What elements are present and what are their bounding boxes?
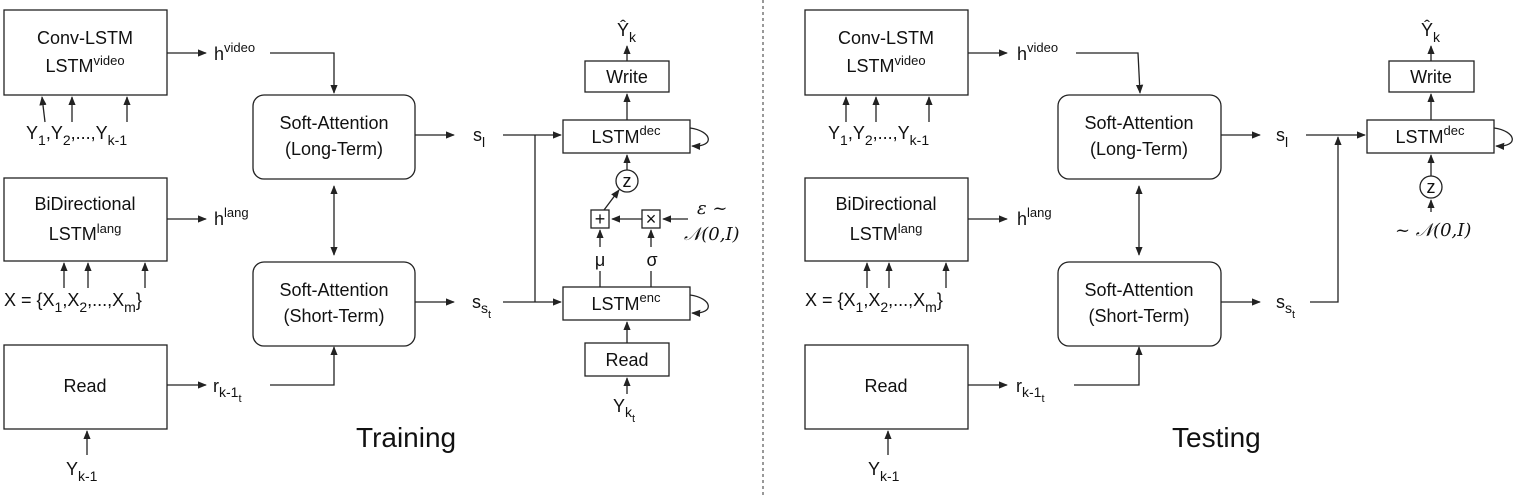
h-video-label: hvideo — [1017, 40, 1058, 64]
soft-attention-long-subtitle: (Long-Term) — [1090, 139, 1188, 159]
lstm-lang-label: LSTMlang — [850, 221, 923, 244]
read-label-left: Read — [63, 376, 106, 396]
decoder-recurrent-loop — [1493, 127, 1513, 150]
conv-inputs-label: Y1,Y2,...,Yk-1 — [828, 123, 929, 148]
r-to-attention-line — [1074, 346, 1143, 386]
x-inputs-label: X = {X1,X2,...,Xm} — [805, 290, 943, 315]
h-lang-label: hlang — [214, 205, 249, 229]
y-hat-label: Ŷk — [617, 20, 637, 45]
soft-attention-short-subtitle: (Short-Term) — [1088, 306, 1189, 326]
normal-distribution-label: ~ 𝒩(0,I) — [1395, 220, 1471, 241]
h-lang-label: hlang — [1017, 205, 1052, 229]
soft-attention-short-term-box — [252, 261, 416, 347]
read-label-right: Read — [605, 350, 648, 370]
soft-attention-short-subtitle: (Short-Term) — [283, 306, 384, 326]
s-l-label: sl — [473, 125, 485, 150]
r-to-attention-line — [270, 346, 338, 386]
training-caption: Training — [356, 422, 456, 453]
encoder-recurrent-loop — [689, 294, 709, 317]
h-video-label: hvideo — [214, 40, 255, 64]
bidirectional-lstm-box — [804, 177, 969, 262]
y-hat-label: Ŷk — [1421, 20, 1441, 45]
h-video-to-attention-line — [1076, 52, 1144, 94]
h-video-to-attention-line — [270, 52, 338, 94]
lstm-enc-label: LSTMenc — [592, 290, 661, 314]
write-label: Write — [1410, 67, 1452, 87]
z-label: z — [623, 171, 632, 191]
y-kt-label: Ykt — [613, 396, 635, 425]
bidirectional-title: BiDirectional — [34, 194, 135, 214]
conv-inputs-label: Y1,Y2,...,Yk-1 — [26, 123, 127, 148]
lstm-dec-label: LSTMdec — [592, 123, 661, 147]
sigma-label-bg — [640, 247, 662, 271]
soft-attention-long-subtitle: (Long-Term) — [285, 139, 383, 159]
normal-distribution-label: 𝒩(0,I) — [684, 224, 740, 245]
sigma-label: σ — [646, 250, 657, 270]
add-symbol: + — [595, 209, 606, 229]
epsilon-label: ε ~ — [697, 198, 727, 219]
conv-lstm-title: Conv-LSTM — [838, 28, 934, 48]
s-st-label: sst — [1276, 292, 1295, 321]
mu-label: μ — [595, 250, 605, 270]
s-l-label: sl — [1276, 125, 1288, 150]
s-st-label: sst — [472, 292, 491, 321]
soft-attention-short-title: Soft-Attention — [1084, 280, 1193, 300]
y-km1-label: Yk-1 — [868, 459, 900, 484]
r-label: rk-1t — [1016, 376, 1045, 405]
lstm-video-label: LSTMvideo — [45, 53, 124, 76]
s-st-to-decoder-line — [1310, 136, 1342, 303]
lstm-encoder-box — [562, 286, 691, 321]
soft-attention-long-title: Soft-Attention — [1084, 113, 1193, 133]
mu-label-bg — [588, 247, 608, 271]
add-node — [590, 209, 610, 229]
lstm-decoder-box — [1366, 119, 1495, 154]
conv-lstm-box — [804, 9, 969, 96]
read-box-left — [804, 344, 969, 430]
soft-attention-short-term-box — [1057, 261, 1222, 347]
soft-attention-long-term-box — [1057, 94, 1222, 180]
add-to-z-arrow — [603, 189, 620, 211]
lstm-decoder-box — [562, 119, 691, 154]
conv-lstm-box — [3, 9, 168, 96]
lstm-dec-label: LSTMdec — [1396, 123, 1465, 147]
conv-input-arrow-1 — [39, 96, 47, 123]
lstm-lang-label: LSTMlang — [49, 221, 122, 244]
training-panel: Conv-LSTM LSTMvideo Y1,Y2,...,Yk-1 hvide… — [3, 9, 740, 484]
x-inputs-label: X = {X1,X2,...,Xm} — [4, 290, 142, 315]
read-label-left: Read — [864, 376, 907, 396]
r-label: rk-1t — [213, 376, 242, 405]
testing-caption: Testing — [1172, 422, 1261, 453]
soft-attention-long-title: Soft-Attention — [279, 113, 388, 133]
lstm-video-label: LSTMvideo — [846, 53, 925, 76]
soft-attention-short-title: Soft-Attention — [279, 280, 388, 300]
y-km1-label: Yk-1 — [66, 459, 98, 484]
decoder-recurrent-loop — [689, 127, 709, 150]
read-box-left — [3, 344, 168, 430]
soft-attention-long-term-box — [252, 94, 416, 180]
write-label: Write — [606, 67, 648, 87]
conv-lstm-title: Conv-LSTM — [37, 28, 133, 48]
bidirectional-lstm-box — [3, 177, 168, 262]
read-box-right — [584, 342, 670, 377]
multiply-symbol: × — [646, 209, 657, 229]
z-label: z — [1427, 177, 1436, 197]
write-box — [584, 60, 670, 93]
bidirectional-title: BiDirectional — [835, 194, 936, 214]
testing-panel: Conv-LSTM LSTMvideo Y1,Y2,...,Yk-1 hvide… — [804, 9, 1513, 484]
